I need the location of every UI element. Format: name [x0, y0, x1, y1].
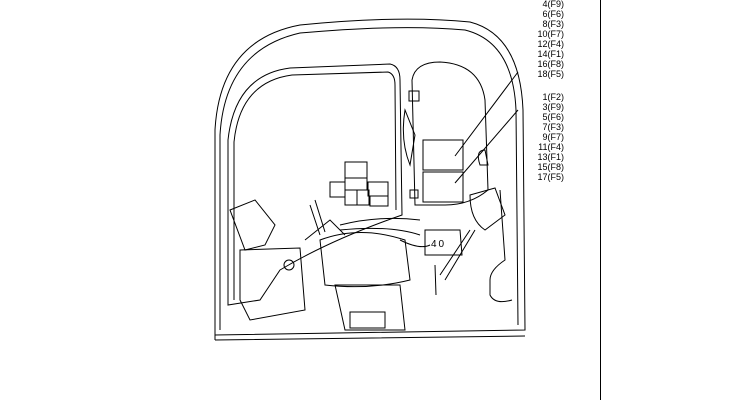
callout-label: 15(F8) — [537, 162, 564, 172]
callout-label: 4(F9) — [542, 0, 564, 9]
leader-lines — [454, 71, 519, 184]
callout-label: 8(F3) — [542, 19, 564, 29]
callout-label: 5(F6) — [542, 112, 564, 122]
callout-label: 16(F8) — [537, 59, 564, 69]
callout-label: 13(F1) — [537, 152, 564, 162]
rear-window — [411, 61, 513, 303]
seat — [229, 199, 411, 331]
cab-outline — [214, 18, 526, 341]
callout-label: 1(F2) — [542, 92, 564, 102]
callout-label: 18(F5) — [537, 69, 564, 79]
callout-label: 14(F1) — [537, 49, 564, 59]
frame-divider — [600, 0, 601, 400]
callout-label: 11(F4) — [538, 142, 564, 152]
callout-label: 7(F3) — [542, 122, 564, 132]
callout-group-upper: 4(F9) 6(F6) 8(F3) 10(F7) 12(F4) 14(F1) 1… — [520, 0, 564, 79]
front-window — [227, 63, 403, 306]
callout-group-lower: 1(F2) 3(F9) 5(F6) 7(F3) 9(F7) 11(F4) 13(… — [520, 92, 564, 182]
callout-label: 12(F4) — [537, 39, 564, 49]
part-number-label: 40 — [431, 239, 447, 250]
callout-label: 10(F7) — [537, 29, 564, 39]
callout-label: 6(F6) — [542, 9, 564, 19]
callout-label: 17(F5) — [537, 172, 564, 182]
callout-label: 9(F7) — [542, 132, 564, 142]
callout-label: 3(F9) — [542, 102, 564, 112]
boxes — [329, 139, 464, 207]
wiring — [339, 90, 489, 248]
